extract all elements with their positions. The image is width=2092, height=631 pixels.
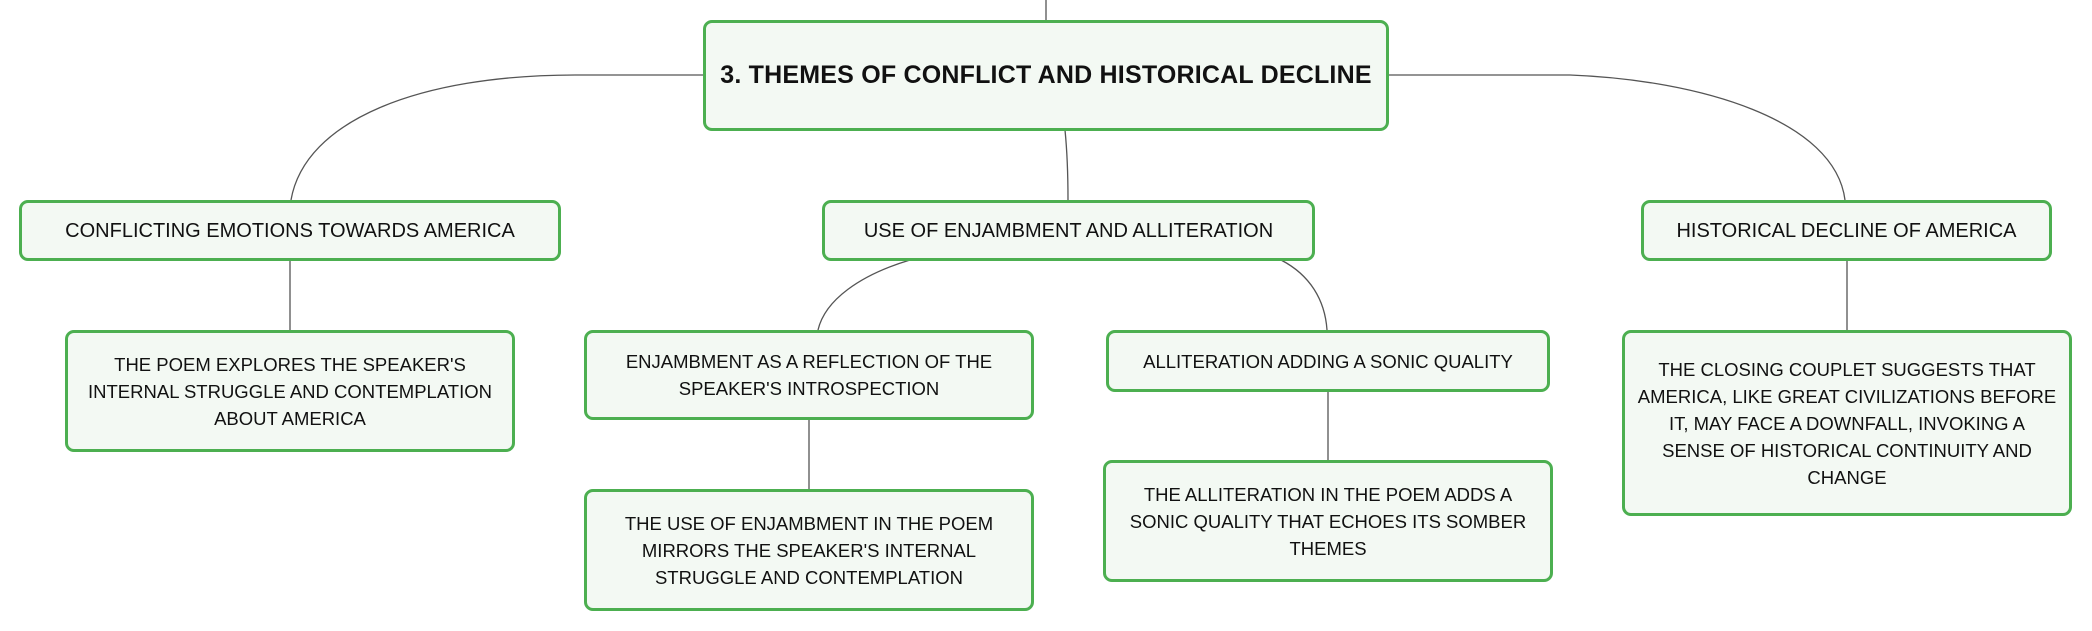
root-node[interactable]: 3. THEMES OF CONFLICT AND HISTORICAL DEC…: [703, 20, 1389, 131]
leaf-alliteration-echoes-text: THE ALLITERATION IN THE POEM ADDS A SONI…: [1129, 483, 1527, 559]
branch-historical-decline[interactable]: HISTORICAL DECLINE OF AMERICA: [1641, 200, 2052, 261]
subnode-enjambment-reflection[interactable]: ENJAMBMENT AS A REFLECTION OF THE SPEAKE…: [584, 330, 1034, 420]
leaf-alliteration-echoes[interactable]: THE ALLITERATION IN THE POEM ADDS A SONI…: [1103, 460, 1553, 582]
connector-root-to-enjambment-alliteration: [1064, 129, 1069, 201]
leaf-enjambment-mirrors-text: THE USE OF ENJAMBMENT IN THE POEM MIRROR…: [624, 512, 994, 588]
leaf-enjambment-mirrors[interactable]: THE USE OF ENJAMBMENT IN THE POEM MIRROR…: [584, 489, 1034, 611]
leaf-closing-couplet[interactable]: THE CLOSING COUPLET SUGGESTS THAT AMERIC…: [1622, 330, 2072, 516]
subnode-alliteration-sonic-label: ALLITERATION ADDING A SONIC QUALITY: [1143, 350, 1513, 372]
root-node-label: 3. THEMES OF CONFLICT AND HISTORICAL DEC…: [720, 61, 1372, 89]
leaf-internal-struggle-text: THE POEM EXPLORES THE SPEAKER'S INTERNAL…: [88, 353, 492, 429]
leaf-internal-struggle[interactable]: THE POEM EXPLORES THE SPEAKER'S INTERNAL…: [65, 330, 515, 452]
branch-enjambment-alliteration-label: USE OF ENJAMBMENT AND ALLITERATION: [863, 219, 1274, 242]
connector-root-to-historical: [1389, 74, 1846, 201]
branch-conflicting-emotions-label: CONFLICTING EMOTIONS TOWARDS AMERICA: [65, 219, 515, 242]
branch-historical-decline-label: HISTORICAL DECLINE OF AMERICA: [1676, 219, 2017, 242]
connector-branch-to-enjambment: [817, 259, 911, 331]
connector-root-to-conflicting: [290, 74, 703, 201]
connector-branch-to-alliteration: [1280, 259, 1328, 331]
subnode-enjambment-reflection-label: ENJAMBMENT AS A REFLECTION OF THE SPEAKE…: [625, 351, 993, 399]
branch-enjambment-alliteration[interactable]: USE OF ENJAMBMENT AND ALLITERATION: [822, 200, 1315, 261]
subnode-alliteration-sonic[interactable]: ALLITERATION ADDING A SONIC QUALITY: [1106, 330, 1550, 392]
leaf-closing-couplet-text: THE CLOSING COUPLET SUGGESTS THAT AMERIC…: [1637, 358, 2057, 488]
branch-conflicting-emotions[interactable]: CONFLICTING EMOTIONS TOWARDS AMERICA: [19, 200, 561, 261]
